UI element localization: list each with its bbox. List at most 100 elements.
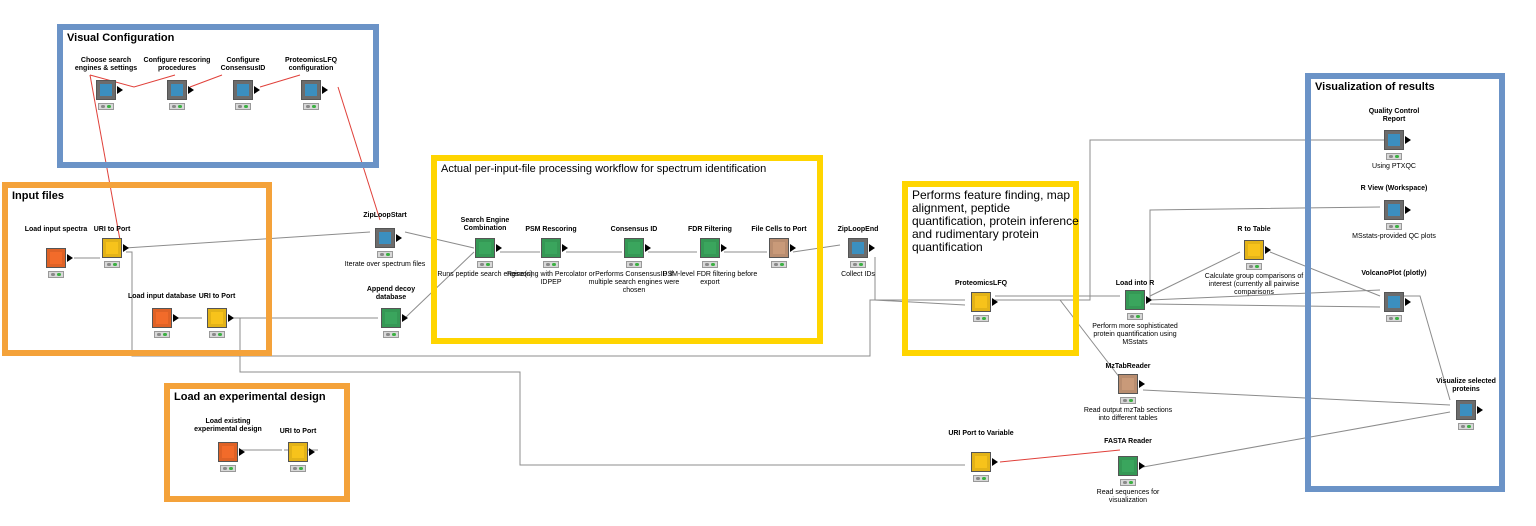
node-title: MzTabReader [1105, 363, 1151, 370]
input-port[interactable] [790, 244, 796, 252]
node-icon[interactable] [971, 292, 991, 312]
input-port[interactable] [67, 254, 73, 262]
connection[interactable] [404, 231, 475, 249]
input-port[interactable] [1146, 296, 1152, 304]
node-description: Calculate group comparisons of interest … [1204, 273, 1304, 296]
annotation-title: Visual Configuration [67, 32, 175, 44]
node-icon[interactable] [624, 238, 644, 258]
input-port[interactable] [1139, 462, 1145, 470]
input-port[interactable] [992, 458, 998, 466]
node-icon[interactable] [1118, 456, 1138, 476]
connection[interactable] [404, 251, 475, 319]
flow-variable-connection[interactable] [337, 86, 381, 221]
node-status-indicator [169, 103, 185, 110]
input-port[interactable] [254, 86, 260, 94]
node-icon[interactable] [1125, 290, 1145, 310]
input-port[interactable] [322, 86, 328, 94]
input-port[interactable] [402, 314, 408, 322]
input-port[interactable] [117, 86, 123, 94]
connection[interactable] [1142, 389, 1451, 406]
node-status-indicator [1386, 315, 1402, 322]
connection[interactable] [1400, 295, 1451, 401]
flow-variable-connection[interactable] [189, 74, 223, 88]
annotation-visualization: Visualization of results [1305, 73, 1505, 492]
node-icon[interactable] [152, 308, 172, 328]
input-port[interactable] [496, 244, 502, 252]
node-title: Configure rescoring procedures [143, 57, 211, 72]
input-port[interactable] [992, 298, 998, 306]
node-icon[interactable] [1384, 292, 1404, 312]
node-icon[interactable] [1118, 374, 1138, 394]
node-status-indicator [973, 315, 989, 322]
input-port[interactable] [869, 244, 875, 252]
input-port[interactable] [239, 448, 245, 456]
node-title: URI Port to Variable [948, 430, 1014, 437]
connection[interactable] [125, 231, 371, 249]
node-icon[interactable] [102, 238, 122, 258]
node-description: Perform more sophisticated protein quant… [1092, 323, 1178, 346]
node-icon[interactable] [1384, 200, 1404, 220]
flow-variable-connection[interactable] [89, 74, 121, 241]
node-description: PSM-level FDR filtering before export [662, 271, 758, 286]
connection[interactable] [792, 244, 841, 253]
node-icon[interactable] [46, 248, 66, 268]
input-port[interactable] [309, 448, 315, 456]
node-title: Load into R [1115, 280, 1155, 287]
node-icon[interactable] [218, 442, 238, 462]
flow-variable-connection[interactable] [89, 74, 176, 88]
input-port[interactable] [1405, 298, 1411, 306]
node-title: FASTA Reader [1104, 438, 1152, 445]
node-icon[interactable] [375, 228, 395, 248]
node-icon[interactable] [700, 238, 720, 258]
node-icon[interactable] [96, 80, 116, 100]
node-status-indicator [702, 261, 718, 268]
node-icon[interactable] [167, 80, 187, 100]
connection[interactable] [1149, 251, 1241, 297]
node-title: PSM Rescoring [525, 226, 577, 233]
node-icon[interactable] [1384, 130, 1404, 150]
annotation-title: Load an experimental design [174, 391, 326, 403]
annotation-processing-workflow: Actual per-input-file processing workflo… [431, 155, 823, 344]
input-port[interactable] [188, 86, 194, 94]
node-icon[interactable] [971, 452, 991, 472]
input-port[interactable] [1477, 406, 1483, 414]
input-port[interactable] [1405, 136, 1411, 144]
connection[interactable] [1149, 303, 1381, 308]
node-icon[interactable] [475, 238, 495, 258]
connection[interactable] [1142, 411, 1451, 468]
node-icon[interactable] [1456, 400, 1476, 420]
connection[interactable] [1149, 289, 1381, 301]
node-icon[interactable] [381, 308, 401, 328]
input-port[interactable] [123, 244, 129, 252]
node-icon[interactable] [301, 80, 321, 100]
input-port[interactable] [173, 314, 179, 322]
flow-variable-connection[interactable] [259, 74, 301, 88]
node-status-indicator [850, 261, 866, 268]
node-description: Read sequences for visualization [1096, 489, 1160, 504]
input-port[interactable] [562, 244, 568, 252]
node-icon[interactable] [288, 442, 308, 462]
input-port[interactable] [1405, 206, 1411, 214]
node-icon[interactable] [541, 238, 561, 258]
node-title: File Cells to Port [751, 226, 807, 233]
node-icon[interactable] [1244, 240, 1264, 260]
connection[interactable] [1149, 206, 1381, 300]
node-icon[interactable] [848, 238, 868, 258]
connection[interactable] [1269, 251, 1381, 297]
input-port[interactable] [1265, 246, 1271, 254]
connection[interactable] [126, 251, 965, 357]
flow-variable-connections [89, 74, 1121, 463]
input-port[interactable] [645, 244, 651, 252]
node-title: URI to Port [93, 226, 131, 233]
input-port[interactable] [396, 234, 402, 242]
flow-variable-connection[interactable] [999, 449, 1121, 463]
node-icon[interactable] [769, 238, 789, 258]
node-icon[interactable] [207, 308, 227, 328]
node-icon[interactable] [233, 80, 253, 100]
input-port[interactable] [721, 244, 727, 252]
input-port[interactable] [228, 314, 234, 322]
annotation-title: Actual per-input-file processing workflo… [441, 163, 767, 175]
input-port[interactable] [1139, 380, 1145, 388]
connection[interactable] [995, 139, 1385, 301]
